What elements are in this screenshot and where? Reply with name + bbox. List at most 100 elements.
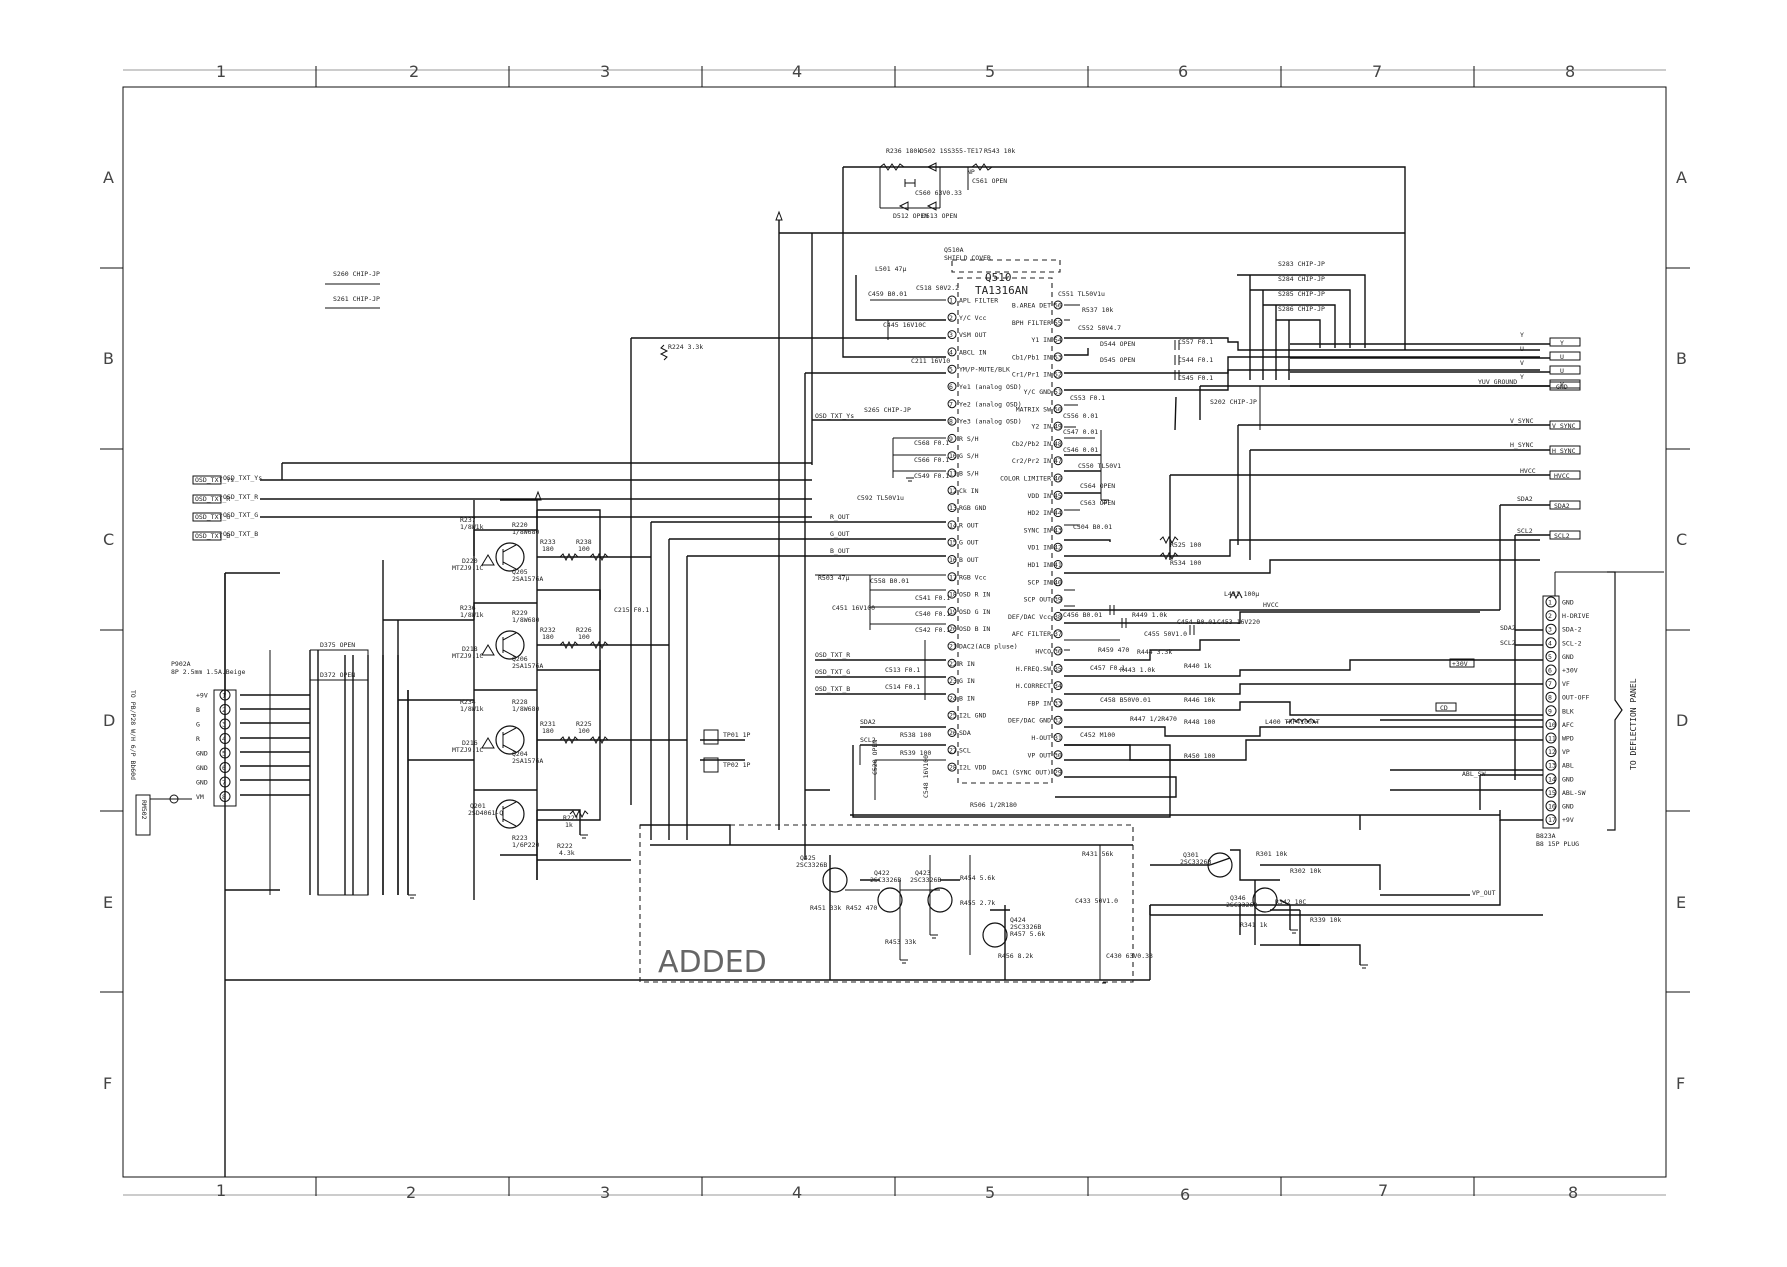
right-connector-pin-label: AFC xyxy=(1562,721,1574,729)
grid-col-top-4: 4 xyxy=(792,62,802,81)
grid-row-right-e: E xyxy=(1676,893,1686,912)
label-c545: C545 F0.1 xyxy=(1178,374,1213,382)
label-c453: C453 16V220 xyxy=(1217,618,1260,626)
label-s283: S283 CHIP-JP xyxy=(1278,260,1325,268)
ic-left-pin-num: 18 xyxy=(949,591,957,599)
ic-left-pin-label: VSM OUT xyxy=(959,331,986,339)
ic-right-pin-num: 47 xyxy=(1054,457,1062,465)
ic-right-pin-num: 37 xyxy=(1054,630,1062,638)
right-connector-side-label: TO DEFLECTION PANEL xyxy=(1629,678,1638,770)
output-tag-box-1: Y xyxy=(1549,337,1581,347)
output-label-2: U xyxy=(1520,345,1524,353)
output-label-6: V_SYNC xyxy=(1510,417,1534,425)
zener-d218: D218 MTZJ9.1C xyxy=(452,644,495,660)
right-connector-pin-num: 4 xyxy=(1548,639,1552,647)
ic-right-pin-label: COLOR LIMITER xyxy=(1000,475,1051,483)
ic-right-pin-num: 49 xyxy=(1054,423,1062,431)
left-connector-pin-label: G xyxy=(196,721,200,729)
label-r302: R302 10k xyxy=(1290,867,1321,875)
label-d372: D372 OPEN xyxy=(320,671,355,679)
label-c514: C514 F0.1 xyxy=(885,683,920,691)
label-c549: C549 F0.1 xyxy=(914,472,949,480)
svg-text:GND: GND xyxy=(1556,383,1568,391)
ic-right-pin-num: 53 xyxy=(1054,353,1062,361)
ic-left-pin-label: SDA xyxy=(959,729,971,737)
left-connector-pin-label: GND xyxy=(196,750,208,758)
left-connector-pin-num: 8 xyxy=(222,793,226,801)
label-r456: R456 8.2k xyxy=(998,952,1033,960)
left-connector-pin: 1+9V xyxy=(196,689,231,701)
output-label-8: HVCC xyxy=(1520,467,1536,475)
transistor-q346: Q346 2SC3326B xyxy=(1226,887,1278,913)
ic-left-pin-label: I2L GND xyxy=(959,712,986,720)
net-osd-b: OSD_TXT_B xyxy=(815,685,850,693)
svg-text:OSD_TXT_R: OSD_TXT_R xyxy=(195,495,230,503)
label-c564: C564 OPEN xyxy=(1080,482,1115,490)
label-c504: C504 B0.01 xyxy=(1073,523,1112,531)
ic-left-pin-label: I2L VDD xyxy=(959,764,986,772)
svg-text:1/8W680: 1/8W680 xyxy=(512,616,539,624)
ic-left-pin-label: Ye3 (analog OSD) xyxy=(959,418,1022,426)
svg-text:Q204: Q204 xyxy=(512,750,528,758)
svg-text:R222: R222 xyxy=(557,842,573,850)
label-c553: C553 F0.1 xyxy=(1070,394,1105,402)
left-connector-pin: 4R xyxy=(196,733,231,744)
label-c563: C563 OPEN xyxy=(1080,499,1115,507)
ic-left-pin-num: 15 xyxy=(949,539,957,547)
svg-text:R226: R226 xyxy=(576,626,592,634)
output-label-9: SDA2 xyxy=(1517,495,1533,503)
right-connector-pin-num: 13 xyxy=(1548,762,1556,770)
label-c457: C457 F0.1 xyxy=(1090,664,1125,672)
ic-right-pin-label: B.AREA DET xyxy=(1012,302,1051,310)
ic-right-pin-label: H.CORRECT xyxy=(1016,682,1051,690)
net-scl2-conn: SCL2 xyxy=(1500,639,1516,647)
label-r339: R339 10k xyxy=(1310,916,1341,924)
output-label-4: Y xyxy=(1520,373,1524,381)
right-connector-pin-label: VF xyxy=(1562,680,1570,688)
svg-text:OSD_TXT_Ys: OSD_TXT_Ys xyxy=(223,474,262,482)
left-connector-jumper: RM502 xyxy=(140,800,148,820)
svg-text:TP02 1P: TP02 1P xyxy=(723,761,750,769)
label-r538: R538 100 xyxy=(900,731,931,739)
label-c557: C557 F0.1 xyxy=(1178,338,1213,346)
label-d545: D545 OPEN xyxy=(1100,356,1135,364)
grid-row-right-b: B xyxy=(1676,349,1687,368)
svg-text:U: U xyxy=(1560,367,1564,375)
label-r503: R503 47μ xyxy=(818,574,849,582)
svg-text:MTZJ9.1C: MTZJ9.1C xyxy=(452,564,483,572)
ic-left-pin-label: G IN xyxy=(959,677,975,685)
ic-right-pin-label: VD1 IN xyxy=(1028,544,1052,552)
svg-text:180: 180 xyxy=(542,545,554,553)
grid-col-bottom-5: 5 xyxy=(985,1183,995,1202)
label-c451: C451 16V100 xyxy=(832,604,875,612)
ic-right-pin-num: 42 xyxy=(1054,544,1062,552)
ic-right-pin-label: SCP IN xyxy=(1028,578,1052,586)
net-cd: CD xyxy=(1440,704,1448,712)
ic-left-pin-num: 27 xyxy=(949,746,957,754)
svg-text:100: 100 xyxy=(578,727,590,735)
ic-right-pin-num: 36 xyxy=(1054,648,1062,656)
ic-right-pin-label: Y2 IN xyxy=(1031,423,1051,431)
svg-text:R231: R231 xyxy=(540,720,556,728)
ic-left-pin-num: 20 xyxy=(949,625,957,633)
label-r453: R453 33k xyxy=(885,938,916,946)
grid-row-left-a: A xyxy=(103,168,114,187)
right-connector-pin-num: 16 xyxy=(1548,803,1556,811)
svg-text:Q424: Q424 xyxy=(1010,916,1026,924)
right-connector-pin-label: +30V xyxy=(1562,667,1578,675)
left-connector-pin: 2B xyxy=(196,704,231,715)
label-c556: C556 0.01 xyxy=(1063,412,1098,420)
